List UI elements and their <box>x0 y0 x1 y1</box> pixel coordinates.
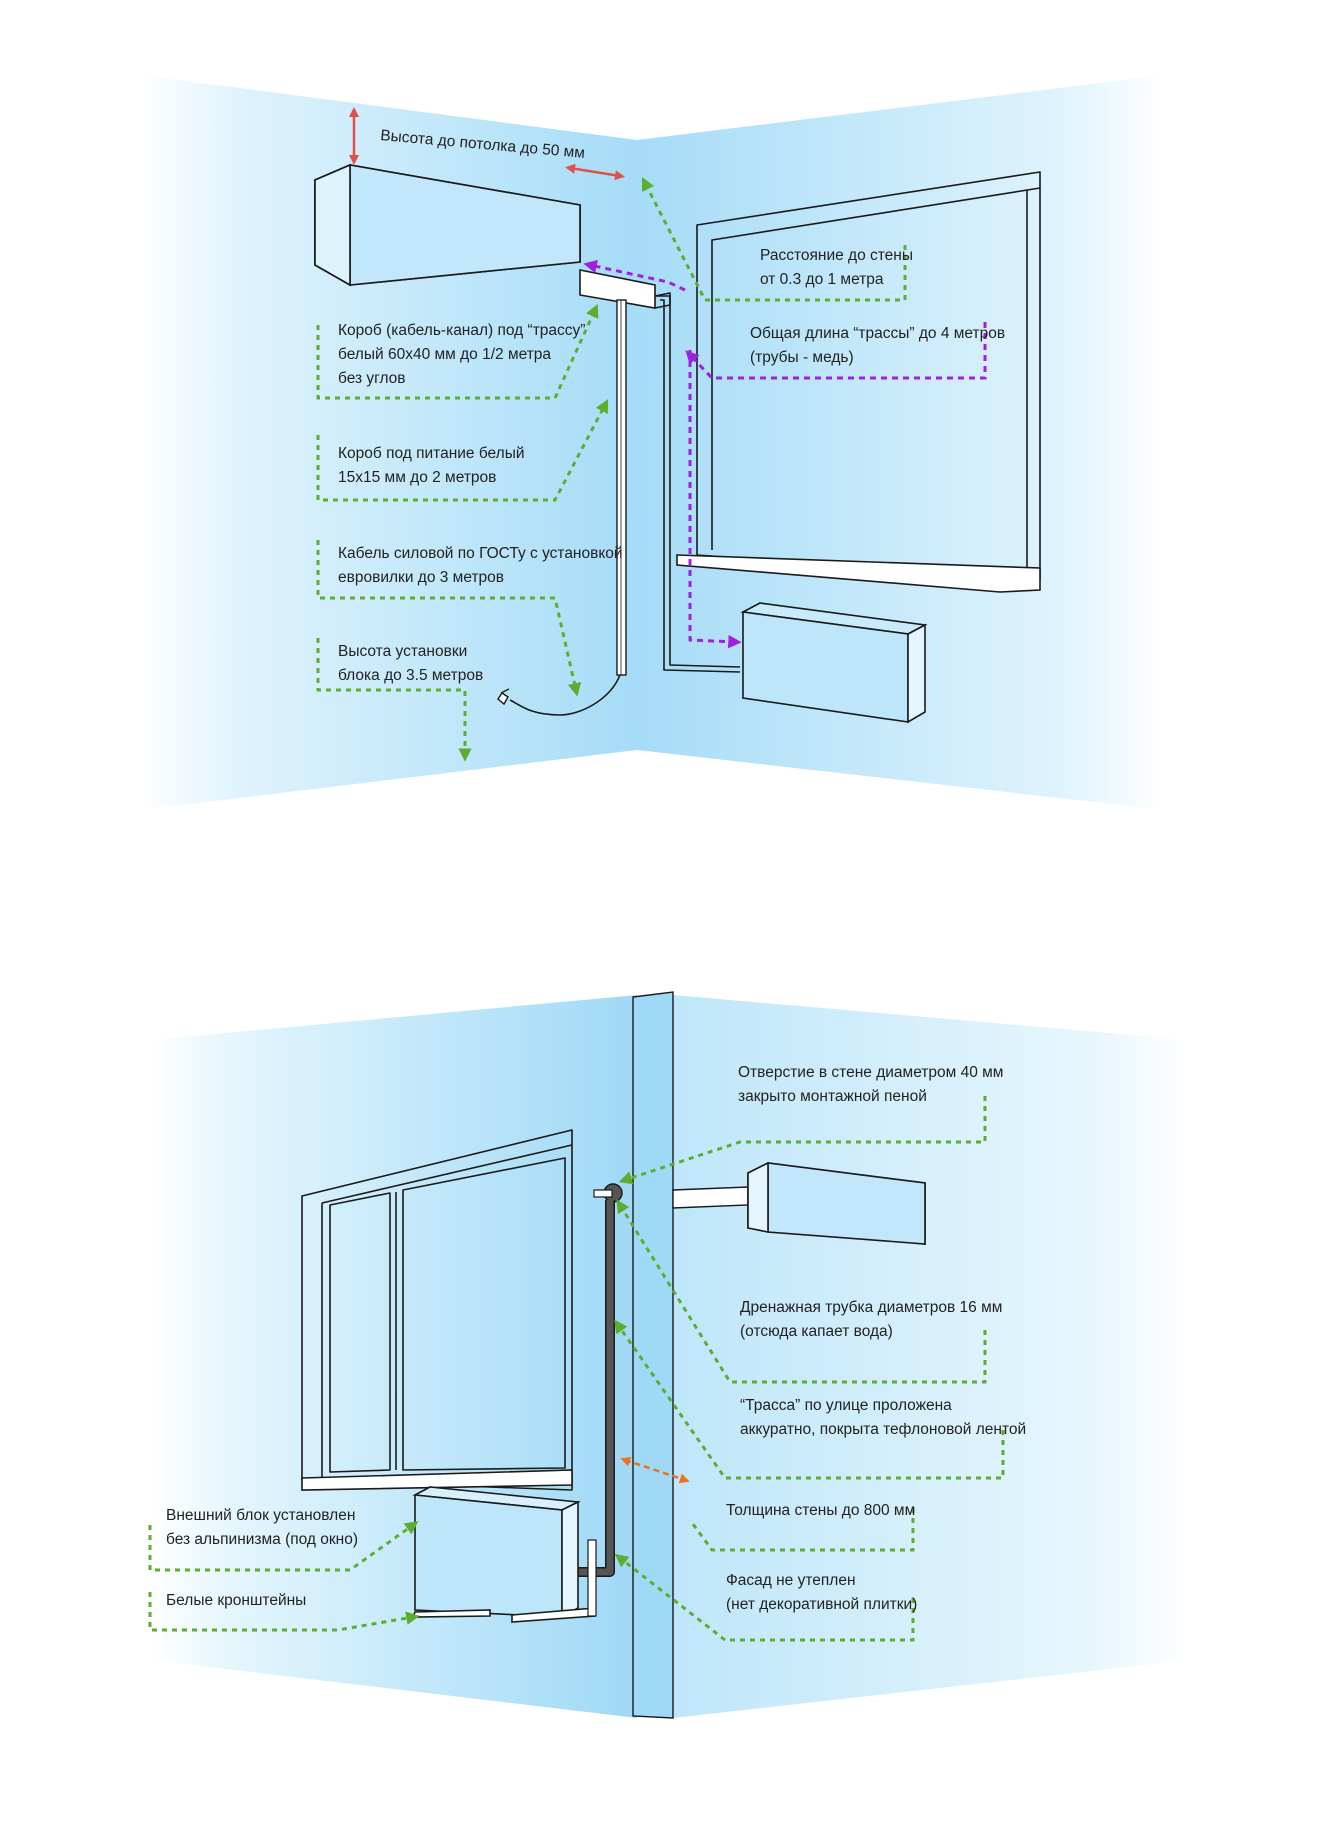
label-outdoor-unit: Внешний блок установлен без альпинизма (… <box>166 1507 360 1548</box>
label-route-outside: “Трасса” по улице проложена аккуратно, п… <box>740 1397 1026 1438</box>
label-wall-hole: Отверстие в стене диаметром 40 мм закрыт… <box>738 1064 1008 1105</box>
outdoor-unit <box>412 1486 581 1619</box>
leader-brackets <box>148 1592 420 1632</box>
leader-install-height <box>316 638 472 762</box>
outdoor-unit-indoor-view <box>740 602 928 724</box>
leader-wall-hole <box>618 1096 987 1185</box>
label-wall-distance: Расстояние до стены от 0.3 до 1 метра <box>760 247 917 288</box>
outdoor-scene: Отверстие в стене диаметром 40 мм закрыт… <box>148 991 1190 1719</box>
leader-drain-tube <box>616 1199 987 1384</box>
leader-power-box <box>316 399 609 502</box>
label-wall-thickness: Толщина стены до 800 мм <box>726 1502 915 1519</box>
label-route-length: Общая длина “трассы” до 4 метров (трубы … <box>750 325 1009 366</box>
leader-route-violet <box>688 350 742 649</box>
label-brackets: Белые кронштейны <box>166 1592 306 1609</box>
indoor-scene: Высота до потолка до 50 мм Расстояние до… <box>140 75 1165 810</box>
power-box <box>616 299 627 676</box>
leader-cable-channel <box>316 303 599 400</box>
leader-route-length <box>685 322 987 380</box>
cable-channel <box>579 269 741 673</box>
label-facade: Фасад не утеплен (нет декоративной плитк… <box>726 1572 917 1613</box>
wall-thickness-arrow <box>620 1456 690 1484</box>
label-power-box: Короб под питание белый 15х15 мм до 2 ме… <box>338 445 529 486</box>
label-cable-channel: Короб (кабель-канал) под “трассу” белый … <box>338 322 590 387</box>
leader-wall-thickness <box>688 1508 915 1552</box>
outdoor-window <box>301 1129 573 1491</box>
indoor-unit-through-wall <box>672 1161 926 1245</box>
leader-facade <box>614 1553 915 1642</box>
outside-route-pipe <box>575 1200 615 1577</box>
brackets <box>411 1539 597 1623</box>
label-install-height: Высота установки блока до 3.5 метров <box>338 643 483 684</box>
power-cable <box>497 674 621 716</box>
indoor-unit <box>314 163 581 287</box>
leader-outdoor-unit <box>148 1521 419 1572</box>
wall-thickness-slab <box>632 991 674 1719</box>
leader-route-outside <box>614 1319 1005 1480</box>
label-drain-tube: Дренажная трубка диаметров 16 мм (отсюда… <box>740 1299 1007 1340</box>
wall-gap-arrow <box>565 163 625 181</box>
label-power-cable: Кабель силовой по ГОСТу с установкой евр… <box>338 545 627 586</box>
leader-wall-distance <box>641 176 907 302</box>
leader-power-cable <box>316 540 582 697</box>
window-frame <box>676 171 1041 593</box>
